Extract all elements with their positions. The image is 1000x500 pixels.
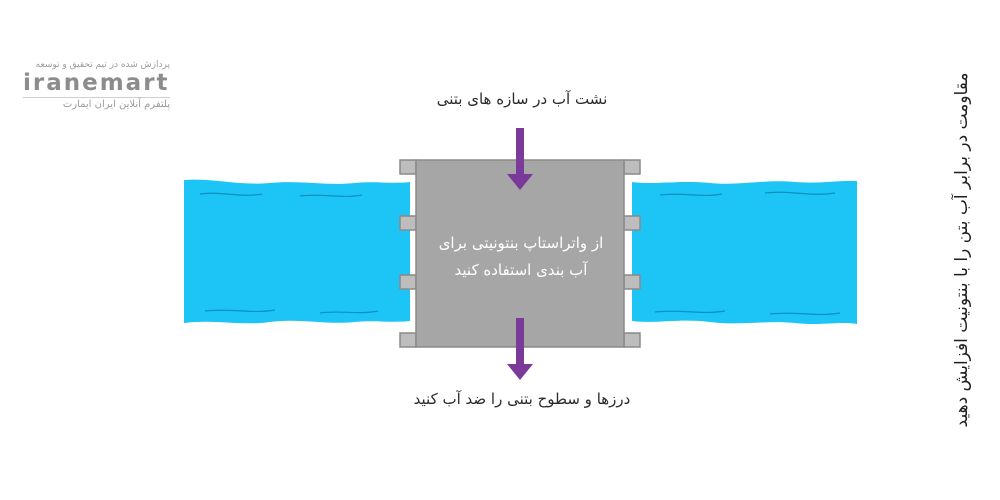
flange-left-1 (400, 160, 416, 174)
flange-right-4 (624, 333, 640, 347)
label-waterstop-line2: آب بندی استفاده کنید (418, 257, 624, 284)
flange-left-3 (400, 275, 416, 289)
label-waterstop: از واتراستاپ بنتونیتی برای آب بندی استفا… (418, 230, 624, 284)
page-title: مقاومت در برابر آب بتن را با بنتونیت افز… (952, 73, 972, 428)
label-waterproof-joints: درزها و سطوح بتنی را ضد آب کنید (414, 390, 631, 408)
flange-left-2 (400, 216, 416, 230)
flange-left-4 (400, 333, 416, 347)
water-right (632, 181, 857, 324)
water-left (184, 180, 410, 324)
label-water-leak: نشت آب در سازه های بتنی (437, 90, 608, 108)
flange-right-1 (624, 160, 640, 174)
flange-right-3 (624, 275, 640, 289)
label-waterstop-line1: از واتراستاپ بنتونیتی برای (418, 230, 624, 257)
flange-right-2 (624, 216, 640, 230)
